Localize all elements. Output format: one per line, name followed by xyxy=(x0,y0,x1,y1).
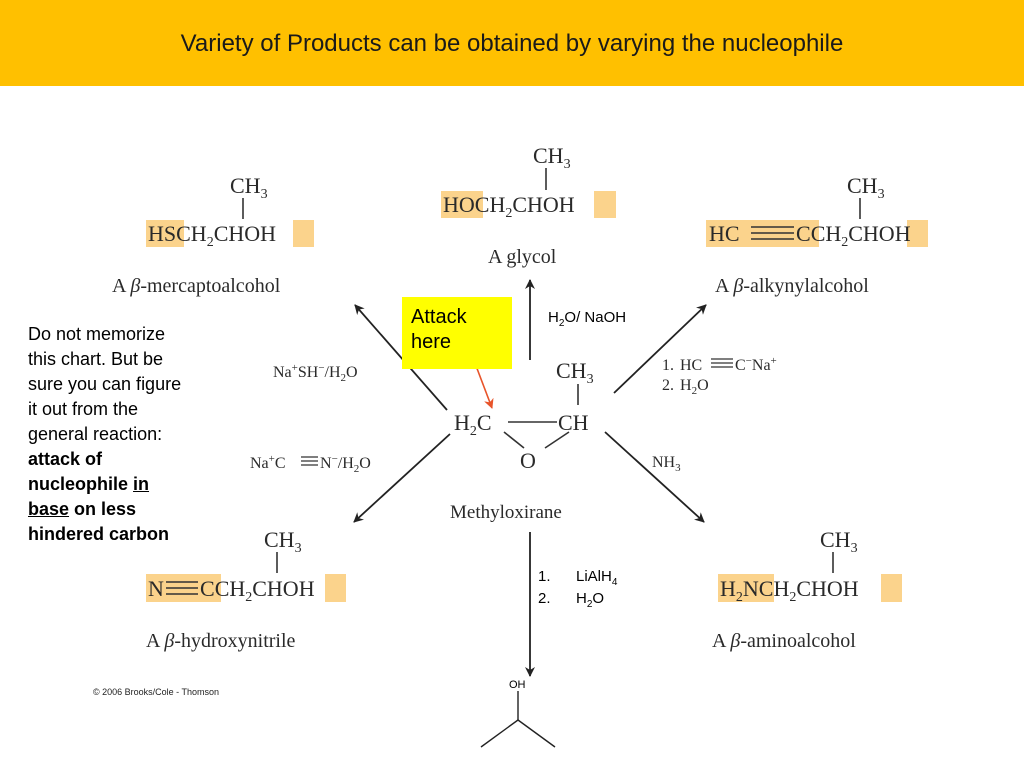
attack-line1: Attack xyxy=(411,306,467,328)
center-h2c: H2C xyxy=(454,410,492,439)
reagent-hydroxide: H2O/ NaOH xyxy=(548,309,626,329)
methyloxirane-structure: CH3 H2C CH O Methyloxirane xyxy=(450,358,594,523)
side-note: Do not memorize this chart. But be sure … xyxy=(28,322,233,547)
nitrile-h-highlight xyxy=(325,574,346,602)
center-oxygen: O xyxy=(520,448,536,473)
glycol-h-highlight xyxy=(594,191,616,218)
note-line: this chart. But be xyxy=(28,349,164,369)
glycol-product: CH3 HOCH2CHOH A glycol xyxy=(441,143,616,268)
center-ch: CH xyxy=(558,410,589,435)
reagent-ammonia: NH3 xyxy=(652,454,681,474)
alkynylalcohol-product: CH3 HC CCH2CHOH A β-alkynylalcohol xyxy=(706,173,928,297)
note-bold-line: hindered carbon xyxy=(28,524,170,544)
attack-line2: here xyxy=(411,331,452,353)
mercapto-formula: HSCH2CHOH xyxy=(148,221,276,250)
note-underline-base: base xyxy=(28,499,70,519)
alkynyl-formula: CCH2CHOH xyxy=(796,221,911,250)
nitrile-ch3: CH3 xyxy=(264,527,302,556)
reagent-acetylide: 1.HC C−Na+ 2.H2O xyxy=(662,355,777,397)
note-bold-line: nucleophile in xyxy=(28,472,233,497)
reagent-cyanide-rest: N−/H2O xyxy=(320,453,371,475)
note-line: Do not memorize xyxy=(28,324,166,344)
glycol-name: A glycol xyxy=(488,246,557,268)
mercaptoalcohol-product: CH3 HSCH2CHOH A β-mercaptoalcohol xyxy=(112,173,314,297)
center-ch3: CH3 xyxy=(556,358,594,387)
mercapto-ch3: CH3 xyxy=(230,173,268,202)
note-nucleophile: nucleophile xyxy=(28,474,129,494)
isopropanol-oh: OH xyxy=(509,679,526,691)
isopropanol-skeletal: OH xyxy=(480,679,556,748)
reagent-hydrosulfide: Na+SH−/H2O xyxy=(273,362,358,384)
reagent-acetylide-line1: 1.HC xyxy=(662,357,702,374)
reagent-cyanide-na: Na+C xyxy=(250,453,286,472)
nitrile-triple-bond xyxy=(166,581,198,595)
reagent-acetylide-line2: 2.H2O xyxy=(662,377,709,397)
reagent-reduction: 1.LiAlH4 2.H2O xyxy=(538,568,618,610)
note-line: sure you can figure xyxy=(28,374,182,394)
hydroxynitrile-product: CH3 N CCH2CHOH A β-hydroxynitrile xyxy=(146,527,346,652)
mercapto-hs-highlight xyxy=(146,220,184,247)
note-line: general reaction: xyxy=(28,424,163,444)
note-underline-in: in xyxy=(133,474,150,494)
note-line: it out from the xyxy=(28,399,139,419)
note-on-less: on less xyxy=(74,499,137,519)
note-bold-line: base on less xyxy=(28,497,233,522)
nitrile-n: N xyxy=(148,576,164,601)
reagent-reduction-line1: 1.LiAlH4 xyxy=(538,568,618,588)
amino-h2n-highlight xyxy=(718,574,774,602)
mercapto-name: A β-mercaptoalcohol xyxy=(112,275,281,297)
slide-title: Variety of Products can be obtained by v… xyxy=(180,30,844,57)
glycol-formula: HOCH2CHOH xyxy=(443,192,575,221)
arrow-to-aminoalcohol xyxy=(604,431,705,523)
alkynyl-h-highlight xyxy=(907,220,928,247)
arrow-to-hydroxynitrile xyxy=(353,433,451,523)
aminoalcohol-product: CH3 H2NCH2CHOH A β-aminoalcohol xyxy=(712,527,902,652)
glycol-ho-highlight xyxy=(441,191,483,218)
amino-ch3: CH3 xyxy=(820,527,858,556)
alkynyl-name: A β-alkynylalcohol xyxy=(715,275,869,297)
nitrile-name: A β-hydroxynitrile xyxy=(146,630,296,652)
arrow-to-alkynylalcohol xyxy=(613,304,707,394)
note-bold-line: attack of xyxy=(28,449,103,469)
amino-formula: H2NCH2CHOH xyxy=(720,576,859,605)
reagent-cyanide: Na+C N−/H2O xyxy=(250,453,371,475)
copyright: © 2006 Brooks/Cole - Thomson xyxy=(93,687,220,697)
attack-here-callout: Attack here xyxy=(402,297,512,369)
arrow-to-mercaptoalcohol xyxy=(354,304,448,411)
reagent-reduction-line2: 2.H2O xyxy=(538,590,604,610)
alkynyl-ch3: CH3 xyxy=(847,173,885,202)
center-name: Methyloxirane xyxy=(450,502,562,523)
glycol-ch3: CH3 xyxy=(533,143,571,172)
alkynyl-hc: HC xyxy=(709,221,740,246)
reagent-acetylide-line1-rest: C−Na+ xyxy=(735,355,777,374)
title-bar: Variety of Products can be obtained by v… xyxy=(0,0,1024,86)
amino-name: A β-aminoalcohol xyxy=(712,630,856,652)
mercapto-h-highlight xyxy=(293,220,314,247)
reaction-diagram: CH3 H2C CH O Methyloxirane CH3 HOCH2CHOH… xyxy=(112,143,928,748)
nitrile-formula: CCH2CHOH xyxy=(200,576,315,605)
alkynyl-triple-bond xyxy=(751,226,794,240)
amino-h-highlight xyxy=(881,574,902,602)
